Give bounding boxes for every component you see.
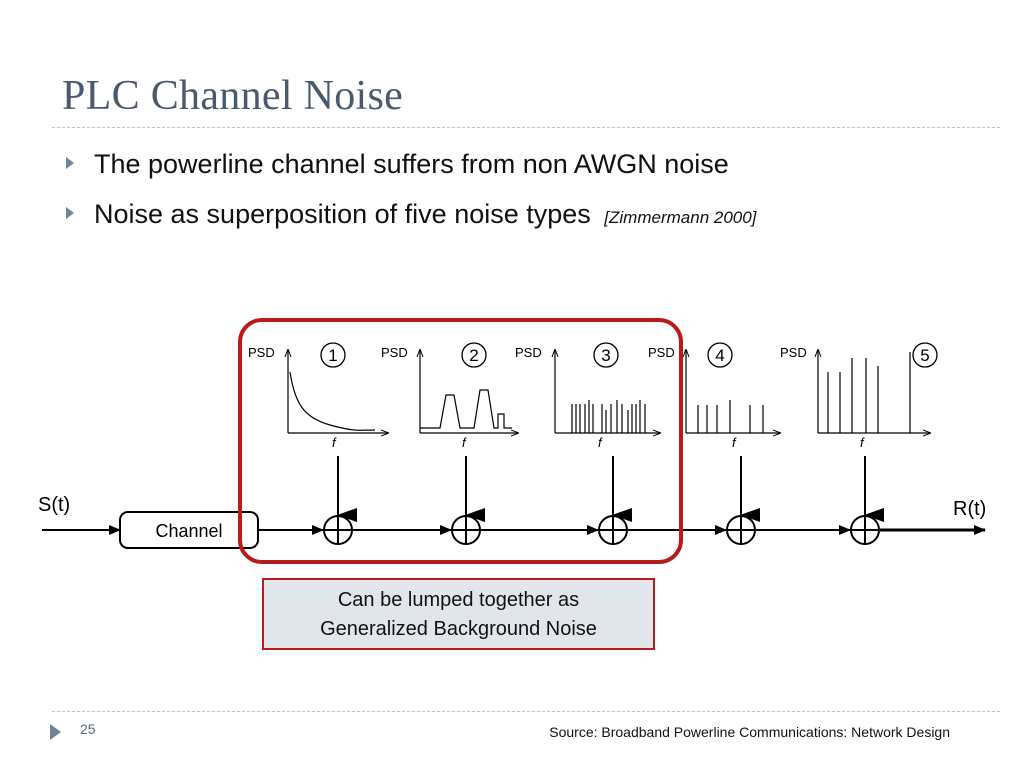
- psd-plot-5: [818, 350, 930, 433]
- source-citation: Source: Broadband Powerline Communicatio…: [549, 724, 950, 740]
- noise-type-number: 5: [920, 346, 929, 365]
- output-signal-label: R(t): [953, 498, 986, 520]
- callout-line-1: Can be lumped together as: [337, 589, 580, 611]
- page-number: 25: [80, 721, 96, 737]
- title-divider: [52, 127, 1000, 128]
- bullet-text: The powerline channel suffers from non A…: [94, 149, 729, 179]
- psd-plot-3: [555, 350, 660, 433]
- bullet-arrow-icon: [66, 157, 74, 169]
- footer-divider: [52, 711, 1000, 712]
- slide-title: PLC Channel Noise: [62, 73, 404, 119]
- frequency-label: f: [732, 435, 737, 450]
- noise-type-number: 2: [469, 346, 478, 365]
- psd-axis-label: PSD: [381, 345, 408, 360]
- psd-axis-label: PSD: [248, 345, 275, 360]
- psd-axis-label: PSD: [648, 345, 675, 360]
- input-signal-label: S(t): [38, 494, 70, 516]
- noise-number-badge: [461, 342, 487, 368]
- noise-type-number: 3: [601, 346, 610, 365]
- psd-axis-label: PSD: [515, 345, 542, 360]
- bullet-arrow-icon: [66, 207, 74, 219]
- noise-number-badge: [320, 342, 346, 368]
- highlight-box: [238, 318, 683, 564]
- footer-triangle-icon: [50, 724, 61, 740]
- callout-line-2: Generalized Background Noise: [320, 618, 597, 640]
- bullet-item: The powerline channel suffers from non A…: [66, 146, 756, 196]
- bullet-item: Noise as superposition of five noise typ…: [66, 196, 756, 246]
- bullet-list: The powerline channel suffers from non A…: [66, 146, 756, 246]
- lumped-noise-callout: Can be lumped together as Generalized Ba…: [262, 578, 655, 650]
- psd-axis-label: PSD: [780, 345, 807, 360]
- noise-number-badge: [707, 342, 733, 368]
- noise-injection-arrows: [337, 456, 884, 522]
- noise-type-number: 4: [715, 346, 724, 365]
- psd-plot-2: [420, 350, 518, 433]
- frequency-label: f: [860, 435, 865, 450]
- noise-number-badge: [912, 342, 938, 368]
- psd-plot-4: [686, 350, 780, 433]
- channel-label: Channel: [155, 521, 222, 541]
- noise-number-badge: [593, 342, 619, 368]
- frequency-label: f: [462, 435, 467, 450]
- noise-type-number: 1: [328, 346, 337, 365]
- adder: [323, 515, 880, 545]
- channel-block: [119, 511, 259, 549]
- citation: [Zimmermann 2000]: [604, 208, 757, 227]
- bullet-text: Noise as superposition of five noise typ…: [94, 199, 591, 229]
- psd-plot-1: [288, 350, 388, 433]
- frequency-label: f: [332, 435, 337, 450]
- frequency-label: f: [598, 435, 603, 450]
